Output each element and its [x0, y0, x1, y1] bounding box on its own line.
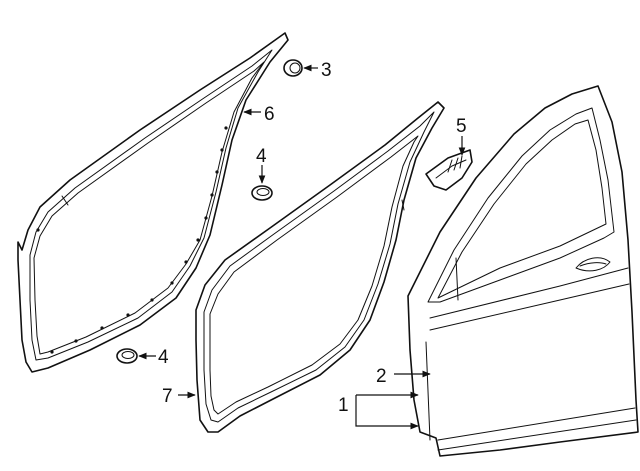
plug-part-upper: [251, 185, 273, 201]
callout-3: 3: [321, 60, 332, 81]
callout-1: 1: [338, 395, 349, 416]
callout-5: 5: [456, 116, 467, 137]
door-frame-weatherstrip: [17, 32, 289, 373]
bracket-part: [425, 149, 473, 191]
callout-7: 7: [162, 386, 173, 407]
leader-lines: [138, 64, 466, 430]
callout-2: 2: [376, 366, 387, 387]
plug-part-lower: [116, 348, 138, 364]
front-door-shell: [407, 85, 639, 457]
callout-6: 6: [264, 104, 275, 125]
callout-4-upper: 4: [256, 146, 267, 167]
plug-part: [283, 59, 303, 77]
door-weatherstrip: [195, 101, 445, 433]
leader-1-lower: [355, 395, 419, 430]
callout-4-lower: 4: [158, 347, 169, 368]
